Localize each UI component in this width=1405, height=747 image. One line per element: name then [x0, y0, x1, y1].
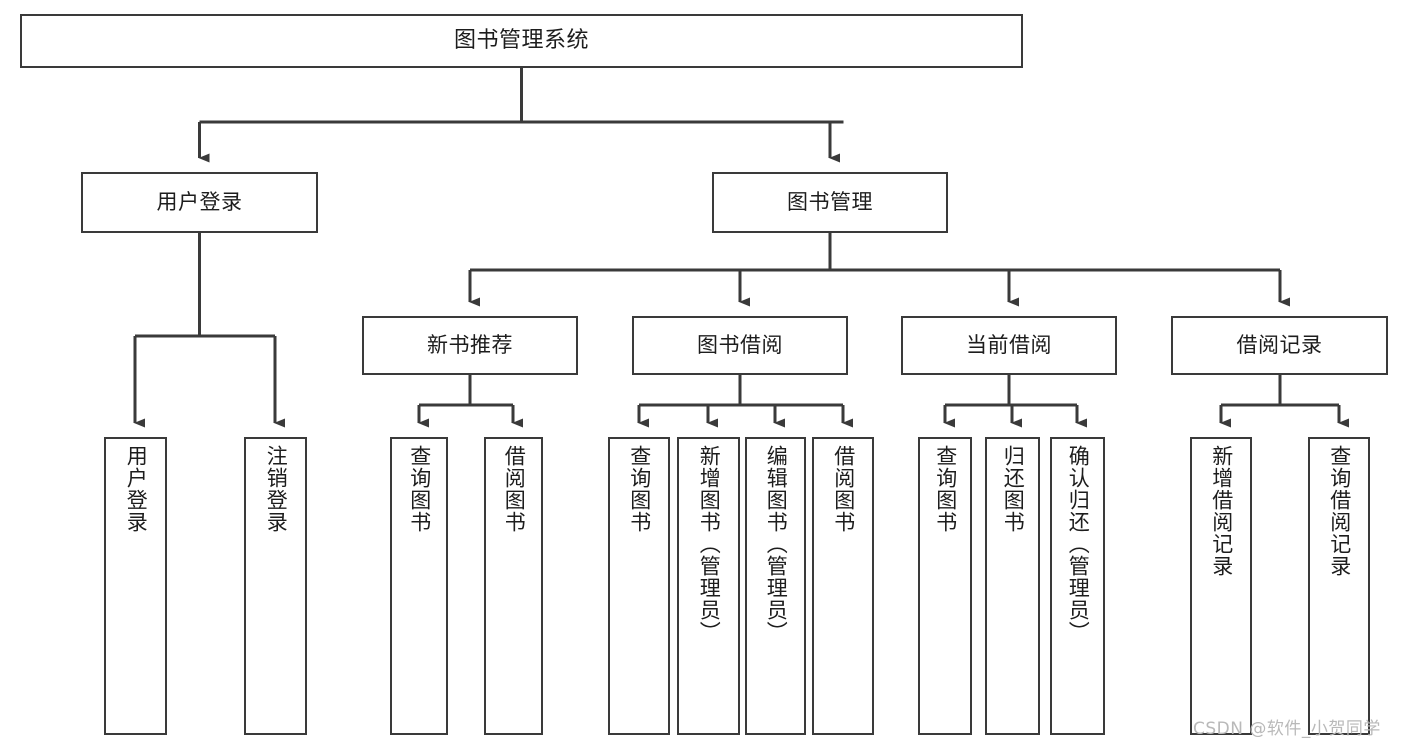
node-leaf-query-book-borrow-label: 查询图书: [627, 445, 652, 533]
node-user-login[interactable]: 用户登录: [81, 172, 318, 233]
node-leaf-confirm-return[interactable]: 确认归还（管理员）: [1050, 437, 1105, 735]
node-leaf-confirm-return-label: 确认归还（管理员）: [1066, 445, 1091, 643]
node-leaf-borrow-book[interactable]: 借阅图书: [812, 437, 874, 735]
node-book-manage[interactable]: 图书管理: [712, 172, 948, 233]
node-leaf-add-borrow-record-label: 新增借阅记录: [1209, 445, 1234, 577]
node-new-book-rec[interactable]: 新书推荐: [362, 316, 578, 375]
node-leaf-return-book-label: 归还图书: [1001, 445, 1026, 533]
node-user-login-label: 用户登录: [156, 190, 243, 215]
node-leaf-user-login[interactable]: 用户登录: [104, 437, 167, 735]
node-borrow-record-label: 借阅记录: [1236, 333, 1323, 358]
node-book-manage-label: 图书管理: [787, 190, 873, 215]
csdn-watermark: CSDN @软件_小贺同学: [1193, 719, 1381, 739]
node-current-borrow-label: 当前借阅: [966, 333, 1052, 358]
node-leaf-query-borrow-record[interactable]: 查询借阅记录: [1308, 437, 1370, 735]
node-leaf-query-book-rec[interactable]: 查询图书: [390, 437, 448, 735]
node-leaf-query-book-current-label: 查询图书: [933, 445, 958, 533]
node-leaf-user-logout[interactable]: 注销登录: [244, 437, 307, 735]
node-leaf-edit-book-label: 编辑图书（管理员）: [764, 445, 789, 643]
node-leaf-add-borrow-record[interactable]: 新增借阅记录: [1190, 437, 1252, 735]
node-root-label: 图书管理系统: [453, 28, 589, 54]
node-leaf-query-book-rec-label: 查询图书: [407, 445, 432, 533]
node-leaf-user-logout-label: 注销登录: [264, 445, 289, 533]
node-current-borrow[interactable]: 当前借阅: [901, 316, 1117, 375]
node-leaf-query-book-borrow[interactable]: 查询图书: [608, 437, 670, 735]
node-leaf-return-book[interactable]: 归还图书: [985, 437, 1040, 735]
node-leaf-borrow-book-rec-label: 借阅图书: [502, 445, 527, 533]
node-leaf-add-book-label: 新增图书（管理员）: [697, 445, 722, 643]
node-leaf-add-book[interactable]: 新增图书（管理员）: [677, 437, 740, 735]
node-book-borrow-label: 图书借阅: [697, 333, 783, 358]
node-new-book-rec-label: 新书推荐: [427, 333, 513, 358]
node-borrow-record[interactable]: 借阅记录: [1171, 316, 1388, 375]
node-root[interactable]: 图书管理系统: [20, 14, 1023, 68]
node-leaf-user-login-label: 用户登录: [124, 445, 149, 533]
node-leaf-edit-book[interactable]: 编辑图书（管理员）: [745, 437, 806, 735]
node-book-borrow[interactable]: 图书借阅: [632, 316, 848, 375]
node-leaf-query-borrow-record-label: 查询借阅记录: [1327, 445, 1352, 577]
node-leaf-query-book-current[interactable]: 查询图书: [918, 437, 972, 735]
node-leaf-borrow-book-rec[interactable]: 借阅图书: [484, 437, 543, 735]
node-leaf-borrow-book-label: 借阅图书: [831, 445, 856, 533]
